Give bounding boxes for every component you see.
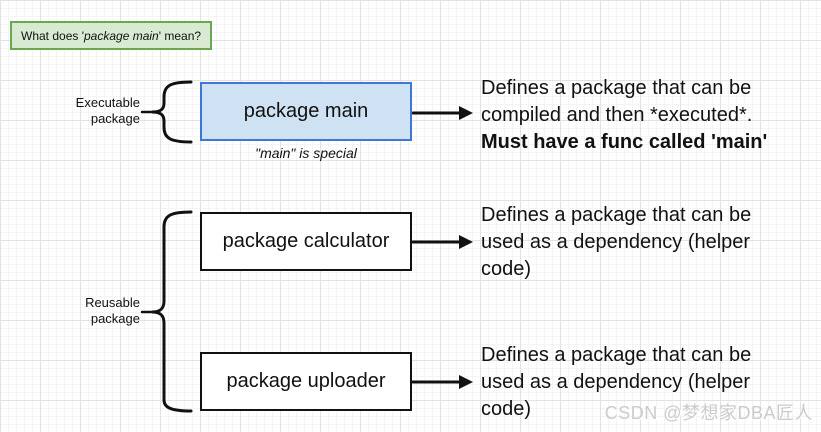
main-description: Defines a package that can be compiled a… [481, 75, 816, 156]
main-description-line3: Must have a func called 'main' [481, 131, 768, 153]
uploader-description: Defines a package that can be used as a … [481, 342, 816, 423]
calculator-description-line3: code) [481, 258, 532, 280]
arrow-calculator-head [459, 235, 473, 249]
uploader-description-line3: code) [481, 398, 532, 420]
question-text-emphasis: package main [84, 28, 159, 43]
reusable-label-line2: package [90, 311, 140, 326]
reusable-brace [151, 210, 193, 413]
question-badge: What does 'package main' mean? [10, 21, 212, 50]
executable-group-label: Executable package [30, 95, 140, 127]
question-text-suffix: ' mean? [158, 28, 202, 43]
package-uploader-box: package uploader [200, 352, 412, 411]
calculator-description-line2: used as a dependency (helper [481, 231, 751, 253]
uploader-description-line2: used as a dependency (helper [481, 371, 751, 393]
question-text-prefix: What does ' [21, 28, 84, 43]
package-calculator-box: package calculator [200, 212, 412, 271]
reusable-group-label: Reusable package [30, 295, 140, 327]
package-main-label: package main [243, 100, 369, 122]
reusable-label-line1: Reusable [85, 295, 140, 310]
csdn-watermark: CSDN @梦想家DBA匠人 [604, 403, 813, 423]
calculator-description: Defines a package that can be used as a … [481, 202, 816, 283]
main-description-line2: compiled and then *executed*. [481, 104, 753, 126]
main-description-line1: Defines a package that can be [481, 77, 752, 99]
executable-label-line1: Executable [75, 95, 140, 110]
package-uploader-label: package uploader [226, 370, 386, 392]
package-calculator-label: package calculator [222, 230, 390, 252]
executable-brace [151, 80, 193, 144]
package-main-box: package main [200, 82, 412, 141]
uploader-description-line1: Defines a package that can be [481, 344, 752, 366]
arrow-main-head [459, 106, 473, 120]
calculator-description-line1: Defines a package that can be [481, 204, 752, 226]
main-is-special-caption: "main" is special [255, 145, 357, 161]
executable-label-line2: package [90, 111, 140, 126]
arrow-uploader-head [459, 375, 473, 389]
